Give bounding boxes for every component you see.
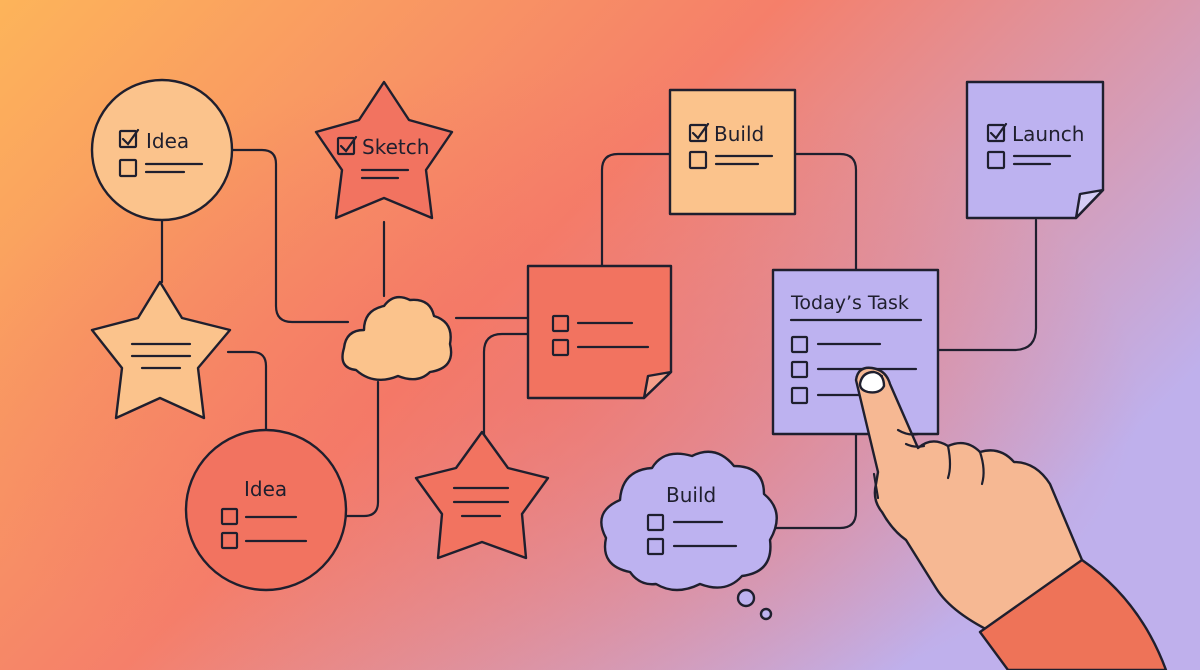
checkbox-empty-icon xyxy=(118,158,138,178)
build-cloud[interactable]: Build xyxy=(600,450,778,621)
star-icon xyxy=(414,430,550,560)
cloud-node-center[interactable] xyxy=(341,295,453,382)
checkbox-empty-icon xyxy=(551,314,570,333)
build-note-top[interactable]: Build xyxy=(668,88,797,216)
checkbox-checked-icon xyxy=(688,122,710,143)
checkbox-checked-icon xyxy=(336,135,358,156)
connectors xyxy=(160,148,1038,530)
checkbox-empty-icon xyxy=(551,338,570,357)
checkbox-empty-icon xyxy=(688,150,708,170)
checkbox-empty-icon xyxy=(220,507,239,526)
launch-label: Launch xyxy=(1012,122,1084,146)
sketch-label: Sketch xyxy=(362,135,429,159)
star-icon xyxy=(314,80,454,220)
launch-note[interactable]: Launch xyxy=(965,80,1105,220)
todays-task-card[interactable]: Today’s Task xyxy=(771,268,940,436)
checkbox-empty-icon xyxy=(646,513,665,532)
idea-node-bottom[interactable]: Idea xyxy=(184,428,348,592)
star-node-left[interactable] xyxy=(90,280,232,420)
idea-top-label: Idea xyxy=(146,129,189,153)
checkbox-empty-icon xyxy=(986,150,1006,170)
pointing-hand-icon xyxy=(854,366,1168,670)
checkbox-empty-icon xyxy=(790,335,809,354)
checkbox-empty-icon xyxy=(646,537,665,556)
cloud-icon xyxy=(341,295,453,382)
idea-bottom-label: Idea xyxy=(244,477,287,501)
checkbox-checked-icon xyxy=(118,128,140,149)
star-node-bottom[interactable] xyxy=(414,430,550,560)
idea-node-top[interactable]: Idea xyxy=(90,78,234,222)
build-top-label: Build xyxy=(714,122,764,146)
checkbox-checked-icon xyxy=(986,122,1008,143)
sketch-node[interactable]: Sketch xyxy=(314,80,454,220)
star-icon xyxy=(90,280,232,420)
checkbox-empty-icon xyxy=(790,386,809,405)
sticky-note-middle[interactable] xyxy=(526,264,673,400)
checkbox-empty-icon xyxy=(220,531,239,550)
build-cloud-label: Build xyxy=(666,483,716,507)
cloud-icon xyxy=(600,450,778,592)
todays-task-title: Today’s Task xyxy=(790,292,909,314)
checkbox-empty-icon xyxy=(790,360,809,379)
